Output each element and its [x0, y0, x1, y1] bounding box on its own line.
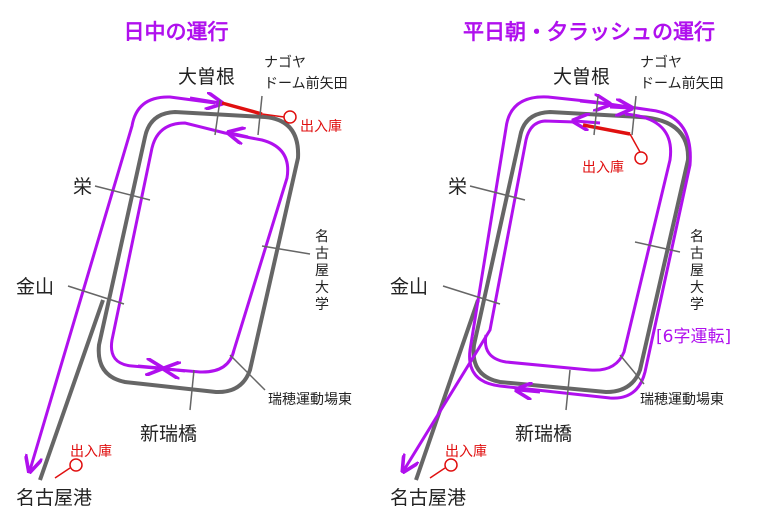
svg-text:学: 学	[315, 297, 329, 313]
depot-marker	[283, 110, 297, 124]
branch-track	[38, 299, 105, 481]
inner-route	[483, 112, 673, 372]
svg-text:学: 学	[690, 297, 704, 313]
station-kanayama: 金山	[390, 276, 428, 298]
station-ozone: 大曽根	[553, 66, 610, 88]
station-tick	[189, 369, 195, 411]
svg-text:名: 名	[315, 229, 329, 245]
depot-link	[582, 123, 631, 136]
station-tick	[469, 185, 526, 201]
outer-route	[30, 95, 216, 470]
depot-label: 出入庫	[445, 443, 487, 460]
station-nagoya-univ: 名 古 屋 大 学	[315, 229, 329, 313]
svg-text:名: 名	[690, 229, 704, 245]
loop-track	[471, 109, 691, 395]
svg-text:大: 大	[690, 280, 704, 296]
depot-marker	[634, 151, 648, 165]
depot-marker	[444, 458, 458, 472]
station-ozone: 大曽根	[178, 66, 235, 88]
station-tick	[619, 354, 645, 385]
station-mizuho: 瑞穂運動場東	[640, 392, 724, 408]
station-tick	[67, 285, 125, 305]
depot-label: 出入庫	[300, 118, 342, 135]
direction-arrow	[579, 101, 608, 104]
station-nagoyako: 名古屋港	[16, 487, 92, 509]
depot-spur	[429, 467, 446, 479]
direction-arrow	[230, 133, 249, 137]
station-sakae: 栄	[448, 176, 467, 198]
depot-link	[221, 101, 263, 116]
depot-spur	[54, 467, 71, 479]
station-shin-mizuhobashi: 新瑞橋	[515, 423, 572, 445]
direction-arrow	[575, 121, 601, 123]
depot-label: 出入庫	[70, 443, 112, 460]
station-nagoya-dome-2: ドーム前矢田	[640, 75, 724, 92]
station-nagoyako: 名古屋港	[390, 487, 466, 509]
diagram-daytime: 日中の運行 出入庫 出入庫 大曽根 ナゴヤ ドーム前矢田	[16, 20, 352, 509]
diagram-title: 平日朝・夕ラッシュの運行	[463, 20, 715, 44]
svg-text:大: 大	[315, 280, 329, 296]
station-tick	[229, 354, 266, 391]
station-mizuho: 瑞穂運動場東	[268, 392, 352, 408]
direction-arrow	[189, 98, 220, 103]
inner-route	[404, 119, 576, 470]
diagram-title: 日中の運行	[124, 20, 229, 44]
svg-text:屋: 屋	[690, 263, 704, 279]
station-tick	[261, 245, 311, 255]
svg-text:古: 古	[690, 246, 704, 262]
station-nagoya-dome-1: ナゴヤ	[264, 54, 306, 71]
station-tick	[565, 369, 571, 411]
depot-spur	[629, 133, 641, 153]
direction-arrow	[137, 366, 160, 368]
svg-text:古: 古	[315, 246, 329, 262]
station-nagoya-dome-2: ドーム前矢田	[264, 75, 348, 92]
branch-track	[414, 299, 480, 481]
direction-arrow	[609, 107, 630, 108]
loop-track	[96, 109, 301, 395]
station-tick	[593, 95, 599, 136]
station-tick	[94, 185, 151, 201]
depot-spur	[261, 113, 285, 118]
operation-note: [6字運転]	[656, 327, 731, 347]
direction-arrow	[166, 369, 186, 371]
diagram-rush-hour: 平日朝・夕ラッシュの運行 出入庫 出入庫 大曽根 ナゴヤ ドーム前	[390, 20, 731, 509]
station-nagoya-dome-1: ナゴヤ	[640, 54, 682, 71]
station-tick	[442, 285, 501, 305]
station-sakae: 栄	[73, 176, 92, 198]
station-tick	[257, 95, 263, 136]
station-kanayama: 金山	[16, 276, 54, 298]
station-tick	[214, 99, 221, 136]
svg-text:屋: 屋	[315, 263, 329, 279]
depot-label: 出入庫	[582, 159, 624, 176]
depot-marker	[69, 458, 83, 472]
station-tick	[634, 241, 681, 253]
station-nagoya-univ: 名 古 屋 大 学	[690, 229, 704, 313]
station-shin-mizuhobashi: 新瑞橋	[140, 423, 197, 445]
direction-arrow	[518, 390, 541, 392]
station-tick	[631, 95, 637, 136]
outer-route	[468, 95, 692, 400]
